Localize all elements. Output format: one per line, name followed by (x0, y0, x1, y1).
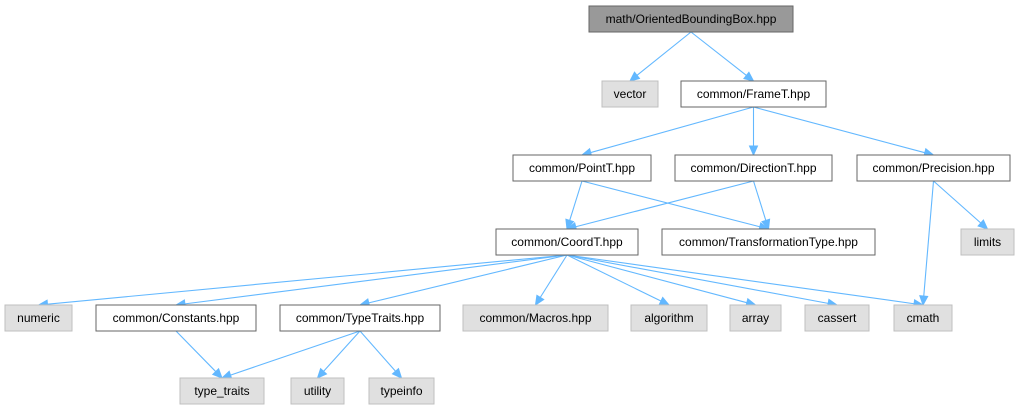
edge-line (566, 254, 662, 302)
edge-line (539, 254, 568, 298)
node-numeric-label: numeric (17, 311, 60, 325)
nodes-layer: math/OrientedBoundingBox.hpp vector comm… (4, 5, 1015, 405)
edge-line (175, 330, 217, 372)
edge-line (636, 31, 692, 76)
node-precision-label: common/Precision.hpp (872, 161, 994, 175)
edge-coord-to-cassert (566, 254, 839, 308)
node-direction-label: common/DirectionT.hpp (690, 161, 816, 175)
edge-line (690, 31, 747, 76)
edge-arrowhead (748, 145, 759, 157)
edge-line (47, 254, 568, 305)
node-cassert[interactable]: cassert (804, 304, 870, 332)
edge-root-to-vector (629, 31, 692, 82)
edge-root-to-frame (690, 31, 755, 82)
edge-line (566, 254, 829, 304)
node-type-traits-label: type_traits (194, 384, 249, 398)
edge-line (753, 106, 925, 154)
node-constants[interactable]: common/Constants.hpp (95, 304, 257, 332)
node-utility-label: utility (304, 384, 331, 398)
node-transformation[interactable]: common/TransformationType.hpp (661, 228, 876, 256)
node-macros[interactable]: common/Macros.hpp (462, 304, 609, 332)
node-root[interactable]: math/OrientedBoundingBox.hpp (588, 5, 794, 33)
edge-line (590, 106, 754, 154)
node-utility[interactable]: utility (290, 377, 345, 405)
edge-line (575, 180, 754, 228)
edge-line (323, 330, 361, 372)
edges-layer (37, 31, 989, 380)
node-array-label: array (742, 311, 769, 325)
node-algorithm[interactable]: algorithm (630, 304, 708, 332)
edge-direction-to-transformation (752, 180, 771, 231)
edge-line (566, 254, 915, 305)
node-root-label: math/OrientedBoundingBox.hpp (606, 12, 777, 26)
edge-point-to-transformation (581, 180, 770, 232)
node-typetraits[interactable]: common/TypeTraits.hpp (279, 304, 441, 332)
node-coord[interactable]: common/CoordT.hpp (495, 228, 639, 256)
edge-line (566, 254, 747, 304)
edge-line (752, 180, 767, 221)
node-algorithm-label: algorithm (644, 311, 693, 325)
edge-line (368, 254, 568, 304)
node-point[interactable]: common/PointT.hpp (512, 154, 652, 182)
edge-arrowhead (629, 71, 641, 82)
node-limits-label: limits (974, 235, 1001, 249)
edge-line (933, 180, 982, 224)
node-constants-label: common/Constants.hpp (113, 311, 240, 325)
edge-arrowhead (658, 296, 671, 306)
edge-line (569, 180, 583, 221)
edge-arrowhead (391, 367, 403, 379)
edge-point-to-coord (565, 180, 583, 231)
node-limits[interactable]: limits (960, 228, 1015, 256)
edge-line (184, 254, 568, 305)
edge-typetraits-to-type_traits (220, 330, 361, 380)
edge-frame-to-point (580, 106, 754, 158)
node-point-label: common/PointT.hpp (529, 161, 635, 175)
node-typeinfo-label: typeinfo (380, 384, 422, 398)
edge-arrowhead (565, 218, 575, 231)
node-frame-label: common/FrameT.hpp (697, 87, 811, 101)
edge-arrowhead (211, 367, 223, 379)
node-transformation-label: common/TransformationType.hpp (679, 235, 858, 249)
edge-precision-to-limits (933, 180, 989, 230)
node-precision[interactable]: common/Precision.hpp (856, 154, 1011, 182)
edge-line (581, 180, 760, 228)
edge-precision-to-cmath (919, 180, 935, 307)
edge-frame-to-direction (748, 107, 759, 157)
node-frame[interactable]: common/FrameT.hpp (680, 80, 827, 108)
edge-coord-to-macros (534, 254, 568, 307)
node-vector[interactable]: vector (601, 80, 659, 108)
node-numeric[interactable]: numeric (4, 304, 73, 332)
node-array[interactable]: array (729, 304, 782, 332)
edge-line (230, 330, 361, 376)
node-cmath[interactable]: cmath (893, 304, 953, 332)
edge-arrowhead (977, 219, 989, 230)
edge-coord-to-array (566, 254, 757, 308)
node-typetraits-label: common/TypeTraits.hpp (296, 311, 425, 325)
node-type-traits[interactable]: type_traits (179, 377, 265, 405)
node-typeinfo[interactable]: typeinfo (368, 377, 435, 405)
edge-typetraits-to-typeinfo (359, 330, 403, 379)
node-vector-label: vector (614, 87, 647, 101)
edge-line (923, 180, 935, 297)
edge-direction-to-coord (565, 180, 754, 232)
node-cmath-label: cmath (907, 311, 940, 325)
node-direction[interactable]: common/DirectionT.hpp (674, 154, 833, 182)
node-cassert-label: cassert (818, 311, 857, 325)
edge-arrowhead (534, 294, 545, 307)
edge-line (359, 330, 396, 372)
node-coord-label: common/CoordT.hpp (511, 235, 623, 249)
edge-arrowhead (743, 71, 755, 82)
edge-coord-to-numeric (37, 254, 568, 309)
edge-constants-to-type_traits (175, 330, 223, 379)
edge-frame-to-precision (753, 106, 935, 158)
node-macros-label: common/Macros.hpp (479, 311, 591, 325)
edge-arrowhead (761, 218, 771, 231)
edge-arrowhead (919, 295, 929, 307)
edge-typetraits-to-utility (316, 330, 361, 379)
edge-coord-to-constants (174, 254, 568, 309)
edge-arrowhead (316, 367, 328, 379)
